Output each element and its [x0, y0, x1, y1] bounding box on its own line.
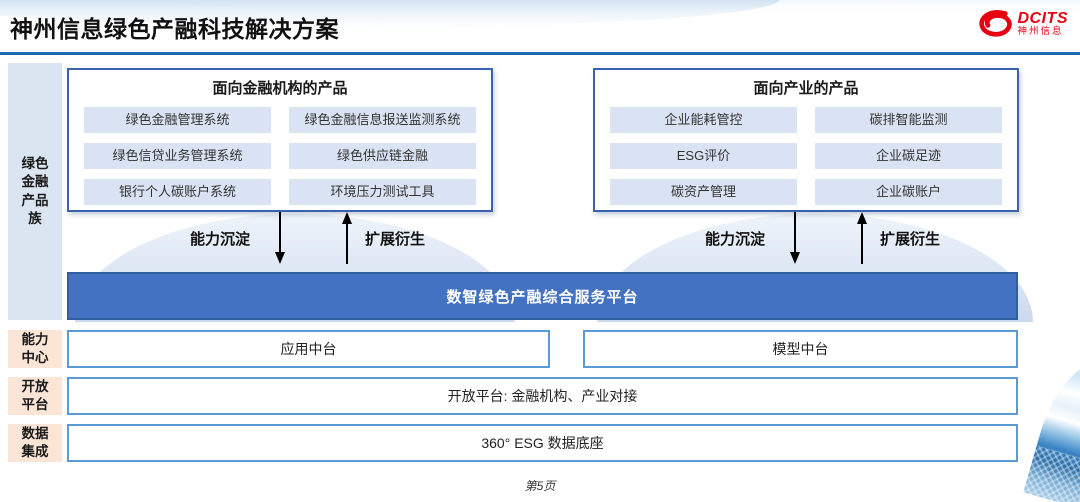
product-item: 碳资产管理 [610, 179, 797, 205]
expand-derive-label: 扩展衍生 [365, 230, 426, 248]
expand-derive-label: 扩展衍生 [880, 230, 941, 248]
product-item: 企业能耗管控 [610, 107, 797, 133]
header-divider [0, 52, 1080, 55]
finance-products-box: 面向金融机构的产品 绿色金融管理系统 绿色金融信息报送监测系统 绿色信贷业务管理… [67, 68, 493, 212]
product-item: 企业碳账户 [815, 179, 1002, 205]
page-title: 神州信息绿色产融科技解决方案 [10, 16, 339, 42]
finance-box-title: 面向金融机构的产品 [212, 80, 348, 97]
product-item: 企业碳足迹 [815, 143, 1002, 169]
app-middle-platform-box: 应用中台 [67, 330, 550, 368]
logo-brand-chinese: 神州信息 [1017, 26, 1064, 38]
platform-banner: 数智绿色产融综合服务平台 [67, 272, 1018, 320]
product-item: 绿色供应链金融 [289, 143, 476, 169]
open-platform-box: 开放平台: 金融机构、产业对接 [67, 377, 1018, 415]
product-item: 绿色金融信息报送监测系统 [289, 107, 476, 133]
logo-text: DCITS 神州信息 [1017, 9, 1069, 38]
up-arrow-icon [341, 212, 353, 264]
sidebar-label-data-integration: 数据 集成 [8, 424, 62, 462]
dcits-swirl-icon [976, 8, 1014, 40]
sidebar-label-open-platform: 开放 平台 [8, 377, 62, 415]
sidebar-label-capability-center: 能力 中心 [8, 330, 62, 368]
industry-products-box: 面向产业的产品 企业能耗管控 碳排智能监测 ESG评价 企业碳足迹 碳资产管理 … [593, 68, 1019, 212]
logo-brand-text: DCITS [1017, 9, 1068, 27]
product-item: 碳排智能监测 [815, 107, 1002, 133]
arrow-group-right: 能力沉淀 扩展衍生 [705, 212, 940, 264]
up-arrow-icon [856, 212, 868, 264]
industry-box-grid: 企业能耗管控 碳排智能监测 ESG评价 企业碳足迹 碳资产管理 企业碳账户 [595, 98, 1017, 205]
finance-box-grid: 绿色金融管理系统 绿色金融信息报送监测系统 绿色信贷业务管理系统 绿色供应链金融… [69, 98, 491, 205]
capability-sink-label: 能力沉淀 [190, 230, 251, 248]
product-item: 环境压力测试工具 [289, 179, 476, 205]
product-item: ESG评价 [610, 143, 797, 169]
product-item: 银行个人碳账户系统 [84, 179, 271, 205]
product-item: 绿色金融管理系统 [84, 107, 271, 133]
esg-data-base-box: 360° ESG 数据底座 [67, 424, 1018, 462]
capability-sink-label: 能力沉淀 [705, 230, 766, 248]
industry-box-title: 面向产业的产品 [753, 80, 859, 97]
model-middle-platform-box: 模型中台 [583, 330, 1018, 368]
arrow-group-left: 能力沉淀 扩展衍生 [190, 212, 425, 264]
product-item: 绿色信贷业务管理系统 [84, 143, 271, 169]
page-number: 第5页 [524, 479, 556, 493]
company-logo: DCITS 神州信息 [976, 8, 1069, 40]
down-arrow-icon [274, 212, 286, 264]
sidebar-label-product-family: 绿色 金融 产品 族 [8, 63, 62, 320]
down-arrow-icon [789, 212, 801, 264]
